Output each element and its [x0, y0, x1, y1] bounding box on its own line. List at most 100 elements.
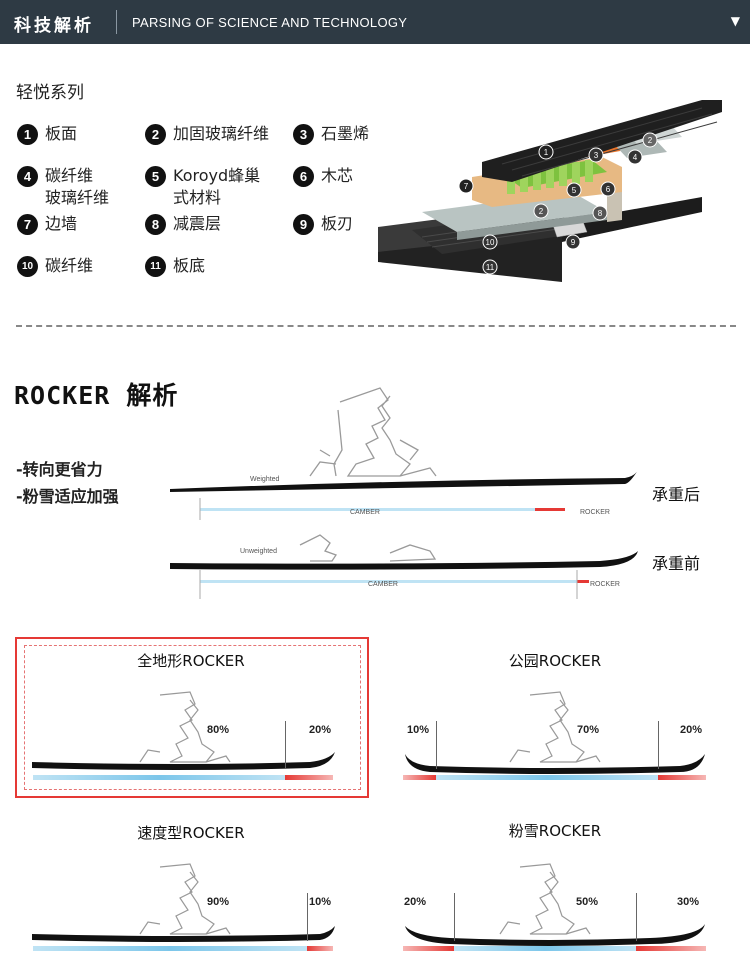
unweighted-side-label: 承重前: [652, 554, 701, 573]
speed-ski-icon: [32, 863, 335, 942]
legend-item-5: 5 Koroyd蜂巢 式材料: [145, 165, 260, 209]
svg-text:1: 1: [544, 148, 549, 157]
legend-item-10: 10 碳纤维: [17, 255, 93, 277]
header-divider: [116, 10, 117, 34]
svg-text:5: 5: [572, 186, 577, 195]
svg-text:8: 8: [598, 209, 603, 218]
legend-label: 板刃: [321, 214, 354, 233]
number-badge-icon: 5: [145, 166, 166, 187]
rocker-bar: [307, 946, 333, 951]
park-ski-icon: [405, 691, 705, 774]
bullet-easier-turning: -转向更省力: [16, 460, 103, 479]
number-badge-icon: 2: [145, 124, 166, 145]
legend-item-11: 11 板底: [145, 255, 205, 277]
legend-item-6: 6 木芯: [293, 165, 353, 187]
number-badge-icon: 8: [145, 214, 166, 235]
highlight-frame: [15, 637, 369, 798]
zone-divider: [285, 721, 286, 769]
zone-divider-left: [454, 893, 455, 941]
legend-item-4: 4 碳纤维 玻璃纤维: [17, 165, 109, 209]
svg-text:4: 4: [633, 153, 638, 162]
weighted-camber-label: CAMBER: [350, 509, 380, 516]
legend-label: 石墨烯: [321, 124, 370, 143]
right-percent: 10%: [309, 896, 332, 908]
camber-bar: [33, 775, 285, 780]
header-title-en: PARSING OF SCIENCE AND TECHNOLOGY: [132, 15, 408, 30]
svg-text:3: 3: [594, 151, 599, 160]
mid-percent: 70%: [577, 724, 600, 736]
panel-title-speed: 速度型ROCKER: [137, 824, 245, 842]
mid-percent: 80%: [207, 724, 230, 736]
legend-label: 边墙: [45, 214, 78, 233]
right-percent: 20%: [309, 724, 332, 736]
svg-text:7: 7: [464, 182, 469, 191]
svg-text:11: 11: [486, 263, 495, 272]
left-percent: 20%: [404, 896, 427, 908]
weighted-ski-diagram: Weighted CAMBER ROCKER: [170, 387, 638, 520]
legend-label: 板面: [45, 124, 78, 143]
mid-percent: 50%: [576, 896, 599, 908]
zone-divider-left: [436, 721, 437, 769]
right-rocker-bar: [658, 775, 706, 780]
legend-label: 木芯: [321, 166, 354, 185]
weighted-side-label: 承重后: [652, 485, 701, 504]
svg-text:2: 2: [648, 136, 653, 145]
highlight-frame-inner: [24, 645, 361, 790]
legend-item-8: 8 减震层: [145, 213, 221, 235]
powder-ski-icon: [405, 863, 705, 946]
section-header: 科技解析 PARSING OF SCIENCE AND TECHNOLOGY ▼: [0, 0, 750, 44]
unweighted-rocker-label: ROCKER: [590, 581, 620, 588]
panel-title-powder: 粉雪ROCKER: [508, 822, 602, 840]
legend-label: 减震层: [173, 214, 222, 233]
bullet-powder-adaptation: -粉雪适应加强: [16, 487, 119, 506]
legend-label: 板底: [173, 256, 206, 275]
weighted-tag: Weighted: [250, 476, 280, 483]
number-badge-icon: 7: [17, 214, 38, 235]
right-percent: 20%: [680, 724, 703, 736]
zone-divider-right: [636, 893, 637, 941]
legend-label: Koroyd蜂巢 式材料: [173, 166, 261, 207]
series-title: 轻悦系列: [16, 83, 84, 103]
unweighted-ski-diagram: Unweighted CAMBER ROCKER: [170, 534, 638, 599]
camber-bar: [454, 946, 636, 951]
chevron-down-icon[interactable]: ▼: [730, 14, 740, 28]
rocker-section-title: ROCKER 解析: [14, 381, 179, 410]
left-rocker-bar: [403, 775, 436, 780]
unweighted-camber-label: CAMBER: [368, 581, 398, 588]
legend-item-1: 1 板面: [17, 123, 77, 145]
camber-bar: [436, 775, 658, 780]
svg-text:9: 9: [571, 238, 576, 247]
header-title-cn: 科技解析: [14, 16, 94, 36]
legend-item-7: 7 边墙: [17, 213, 77, 235]
legend-label: 加固玻璃纤维: [173, 124, 270, 143]
dashed-divider: [16, 325, 736, 327]
number-badge-icon: 9: [293, 214, 314, 235]
number-badge-icon: 3: [293, 124, 314, 145]
right-rocker-bar: [636, 946, 706, 951]
number-badge-icon: 1: [17, 124, 38, 145]
mid-percent: 90%: [207, 896, 230, 908]
panel-title-all-terrain: 全地形ROCKER: [137, 652, 245, 670]
camber-bar: [33, 946, 307, 951]
legend-item-2: 2 加固玻璃纤维: [145, 123, 269, 145]
zone-divider-right: [658, 721, 659, 769]
all-terrain-ski-icon: [32, 691, 335, 770]
left-percent: 10%: [407, 724, 430, 736]
svg-text:6: 6: [606, 185, 611, 194]
left-rocker-bar: [403, 946, 454, 951]
legend-label: 碳纤维 玻璃纤维: [45, 166, 110, 207]
zone-divider: [307, 893, 308, 941]
number-badge-icon: 11: [145, 256, 166, 277]
svg-text:10: 10: [486, 238, 495, 247]
legend-item-9: 9 板刃: [293, 213, 353, 235]
unweighted-tag: Unweighted: [240, 548, 277, 555]
number-badge-icon: 6: [293, 166, 314, 187]
number-badge-icon: 4: [17, 166, 38, 187]
legend-item-3: 3 石墨烯: [293, 123, 369, 145]
panel-title-park: 公园ROCKER: [508, 652, 602, 670]
number-badge-icon: 10: [17, 256, 38, 277]
ski-layer-cross-section: 1 2 3 4 5 6 7 8 2 9 10 11: [378, 100, 722, 282]
rocker-bar: [285, 775, 333, 780]
weighted-rocker-label: ROCKER: [580, 509, 610, 516]
legend-label: 碳纤维: [45, 256, 94, 275]
